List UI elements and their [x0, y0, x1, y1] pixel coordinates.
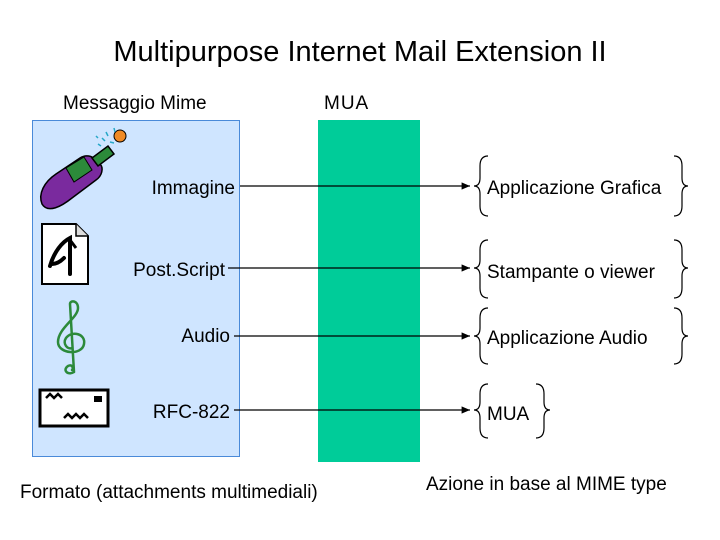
bracket-right-3	[674, 308, 688, 364]
bracket-left-3	[474, 308, 488, 364]
bracket-right-4	[536, 384, 550, 438]
bracket-left-2	[474, 240, 488, 298]
action-postscript: Stampante o viewer	[487, 262, 655, 284]
bracket-left-1	[474, 156, 488, 216]
footer-action: Azione in base al MIME type	[426, 474, 667, 496]
bracket-right-1	[674, 156, 688, 216]
action-rfc822: MUA	[487, 404, 529, 426]
bracket-right-2	[674, 240, 688, 298]
action-audio: Applicazione Audio	[487, 328, 648, 350]
bracket-left-4	[474, 384, 488, 438]
footer-format: Formato (attachments multimediali)	[20, 482, 318, 504]
action-immagine: Applicazione Grafica	[487, 178, 661, 200]
